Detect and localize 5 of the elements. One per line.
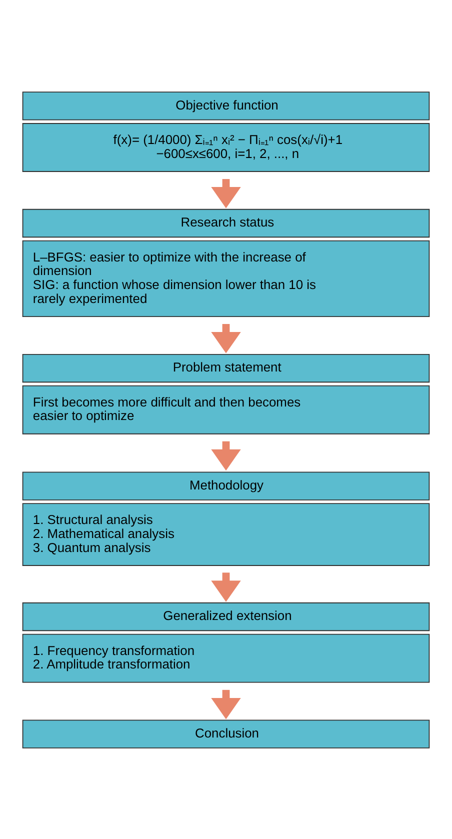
arrow: [211, 572, 241, 602]
arrow: [211, 440, 241, 470]
arrow: [211, 689, 241, 719]
arrow: [211, 324, 241, 353]
arrow: [211, 178, 241, 208]
